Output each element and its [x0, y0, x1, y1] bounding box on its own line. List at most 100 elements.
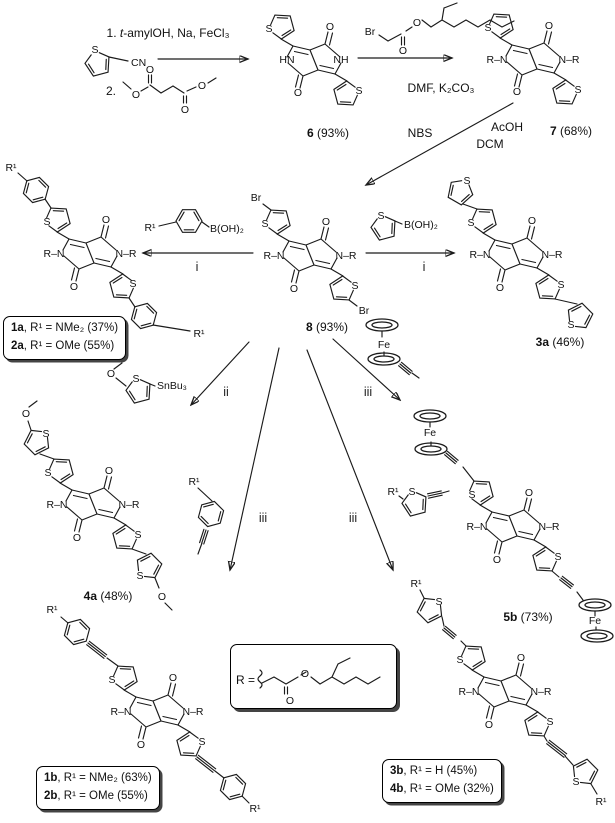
- nr-label: N–R: [335, 250, 356, 262]
- box-line: 3b, R¹ = H (45%): [390, 765, 478, 777]
- s-label: S: [557, 279, 564, 291]
- caption-compound-7: 7 (68%): [549, 124, 593, 138]
- s-label: S: [355, 85, 362, 97]
- s-label: S: [351, 280, 358, 292]
- o-label: O: [517, 652, 525, 664]
- acoh-label: AcOH: [490, 120, 524, 134]
- fe-label: Fe: [424, 427, 436, 439]
- compound-1b-2b: R–N N–R O O S S R¹ R¹: [46, 604, 261, 815]
- rn-label: R–N: [43, 248, 64, 260]
- o-label: O: [286, 695, 294, 707]
- reagent-thienyl-acetylene: R¹ S: [387, 486, 450, 518]
- r-group-label: R =: [236, 673, 256, 687]
- r-group-chain: O O: [257, 657, 381, 707]
- nh-label: NH: [333, 54, 348, 66]
- s-label: S: [261, 218, 268, 230]
- s-label: S: [108, 674, 115, 686]
- label-box-3b-4b: 3b, R¹ = H (45%) 4b, R¹ = OMe (32%): [382, 759, 502, 803]
- arrow-iii-left: [230, 347, 280, 570]
- s-label: S: [43, 216, 50, 228]
- rn-label: R–N: [466, 521, 487, 533]
- step1-conditions: 1. t-amylOH, Na, FeCl₃: [106, 26, 230, 40]
- s-label: S: [44, 467, 51, 479]
- box-line: 2b, R¹ = OMe (55%): [44, 789, 148, 802]
- o-label: O: [496, 282, 504, 294]
- o-label: O: [137, 739, 145, 751]
- o-label: O: [493, 554, 501, 566]
- nr-label: N–R: [538, 521, 559, 533]
- step2-conditions: DMF, K₂CO₃: [407, 81, 475, 95]
- arrow-ii: [191, 341, 250, 405]
- s-label: S: [572, 776, 579, 788]
- box-line: 1a, R¹ = NMe₂ (37%): [11, 322, 119, 334]
- nr-label: N–R: [541, 249, 562, 261]
- s-label: S: [408, 486, 415, 498]
- compound-5b: Fe Fe R–N N–R O O S S: [413, 409, 614, 643]
- s-label: S: [484, 22, 491, 34]
- fe-label: Fe: [589, 615, 601, 627]
- o-label: O: [158, 591, 166, 603]
- s-label: S: [42, 428, 49, 440]
- caption-compound-5b: 5b (73%): [503, 610, 553, 624]
- arrow-iii-right: [332, 338, 400, 400]
- o-label: O: [301, 668, 309, 680]
- s-label: S: [132, 373, 139, 385]
- br-label: Br: [359, 305, 370, 317]
- rn-label: R–N: [46, 499, 67, 511]
- o-label: O: [294, 87, 302, 99]
- o-label: O: [169, 672, 177, 684]
- nbs-label: NBS: [407, 126, 433, 140]
- compound-3b-4b: R–N N–R O O S S S S R¹ R¹: [410, 578, 607, 808]
- r1-label: R¹: [5, 162, 17, 174]
- box-line: 1b, R¹ = NMe₂ (63%): [44, 772, 152, 784]
- rn-label: R–N: [469, 249, 490, 261]
- reagent-ethynylferrocene: Fe: [365, 318, 420, 379]
- br-label: Br: [251, 192, 262, 204]
- r1-label: R¹: [46, 604, 58, 616]
- hn-label: HN: [279, 54, 294, 66]
- o-label: O: [70, 281, 78, 293]
- compound-3a: R–N N–R O O S S S S: [443, 175, 597, 333]
- compound-6: HN NH O O S S: [265, 10, 363, 110]
- arrow-label-ii: ii: [223, 385, 229, 399]
- arrow-label-i-right: i: [422, 260, 426, 274]
- s-label: S: [574, 84, 581, 96]
- s-label: S: [136, 570, 143, 582]
- o-label: O: [399, 45, 407, 57]
- o-label: O: [525, 487, 533, 499]
- o-label: O: [290, 283, 298, 295]
- nr-label: N–R: [118, 499, 139, 511]
- compound-4a: R–N N–R O O S S S S O O: [20, 400, 173, 611]
- arrow-label-iii-middle: iii: [348, 511, 358, 525]
- s-label: S: [467, 217, 474, 229]
- s-label: S: [554, 551, 561, 563]
- br-label: Br: [365, 26, 376, 38]
- caption-compound-8: 8 (93%): [305, 320, 349, 334]
- o-label: O: [146, 64, 154, 76]
- dcm-label: DCM: [476, 137, 504, 151]
- step1-conditions-2: 2.: [105, 84, 117, 98]
- arrow-label-i-left: i: [195, 260, 199, 274]
- r1-label: R¹: [595, 796, 607, 808]
- reagent-dimethyl-succinate: O O O O: [122, 64, 217, 116]
- compound-7: R–N N–R O O S S: [484, 9, 582, 109]
- boh2-label: B(OH)₂: [404, 219, 438, 231]
- o-label: O: [413, 17, 421, 29]
- o-label: O: [132, 89, 140, 101]
- o-label: O: [73, 532, 81, 544]
- r1-label: R¹: [387, 486, 399, 498]
- caption-compound-6: 6 (93%): [306, 126, 350, 140]
- nr-label: N–R: [530, 686, 551, 698]
- r1-label: R¹: [188, 476, 200, 488]
- snbu3-label: SnBu₃: [157, 380, 187, 392]
- rn-label: R–N: [486, 54, 507, 66]
- reagent-phenylacetylene: R¹: [188, 476, 226, 555]
- s-label: S: [91, 44, 98, 56]
- arrow-iii-middle: [306, 349, 393, 570]
- rn-label: R–N: [263, 250, 284, 262]
- compound-8: R–N N–R O O S S Br Br: [251, 192, 370, 317]
- reaction-arrows: [143, 58, 514, 570]
- reagent-thienyl-boronic-acid: S B(OH)₂: [368, 210, 438, 242]
